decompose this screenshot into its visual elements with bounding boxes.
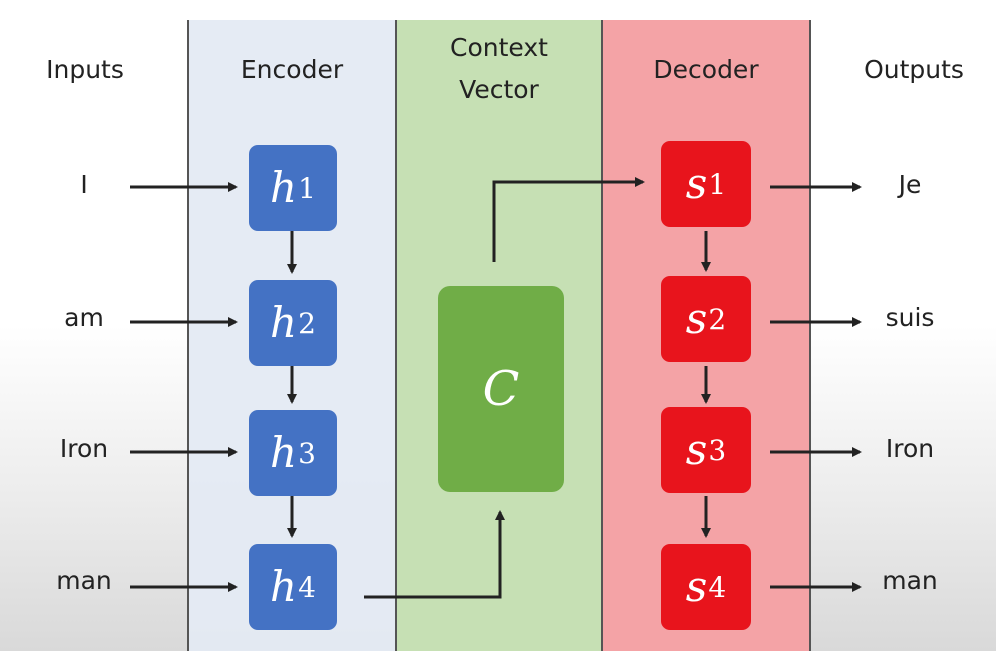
outputs-header: Outputs — [864, 55, 964, 84]
input-word: am — [64, 303, 104, 332]
context-vector-box: C — [438, 286, 564, 492]
output-word: man — [882, 566, 938, 595]
context-header-line1: Context — [450, 33, 548, 62]
output-word: suis — [885, 303, 935, 332]
divider — [601, 20, 603, 651]
encoder-header: Encoder — [240, 55, 344, 84]
input-word: Iron — [59, 434, 109, 463]
input-word: I — [80, 170, 88, 199]
context-header-line2: Vector — [459, 75, 539, 104]
decoder-header: Decoder — [653, 55, 759, 84]
divider — [809, 20, 811, 651]
input-word: man — [56, 566, 112, 595]
divider — [395, 20, 397, 651]
output-word: Je — [898, 170, 922, 199]
output-word: Iron — [885, 434, 935, 463]
divider — [187, 20, 189, 651]
inputs-header: Inputs — [46, 55, 124, 84]
context-input-arrow — [364, 510, 505, 599]
context-output-arrow — [492, 177, 645, 262]
